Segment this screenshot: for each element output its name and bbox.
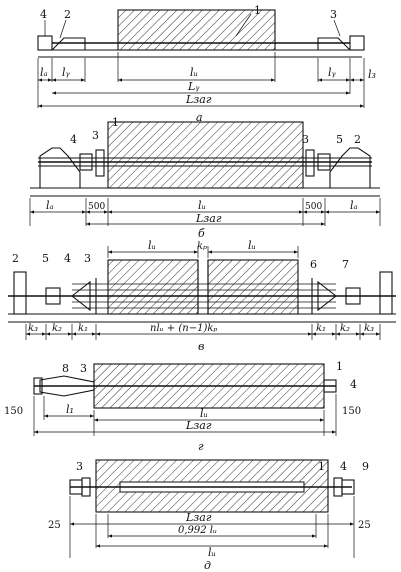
label-k3-v-right: k₃ [364,323,374,334]
label-150-g-left: 150 [4,406,23,417]
callout-4-g: 4 [350,378,357,391]
concrete-element-b [107,121,304,189]
view-letter-b: б [198,227,205,240]
left-anchor-a [37,35,53,51]
label-lu-g: lᵤ [200,407,208,420]
label-ly-a-left: lᵧ [62,66,71,79]
right-clamp-b [317,153,331,171]
view-letter-d: д [204,559,211,572]
callout-6-v: 6 [310,258,317,271]
label-lu-a: lᵤ [190,66,198,79]
label-Lzag-g: Lзаг [185,419,212,432]
label-0992lu-d: 0,992 lᵤ [178,525,217,536]
label-lu-b: lᵤ [198,199,206,212]
callout-5-b: 5 [336,133,343,146]
right-bulkhead-b [329,147,371,188]
left-clamp-b [79,153,93,171]
view-letter-g: г [198,440,204,453]
label-formula-v: nlᵤ + (n−1)kₚ [150,323,217,334]
nut-d-right [341,479,355,495]
callout-5-v: 5 [42,252,49,265]
label-k3-v-left: k₃ [28,323,38,334]
label-Lzag-a: Lзаг [185,93,212,106]
label-k1-v-right: k₁ [316,323,326,334]
left-stop-b [95,149,105,177]
label-l1-g: l₁ [66,403,74,416]
left-splitter-v [71,280,91,312]
label-l3-a: l₃ [368,68,376,81]
callout-4-v: 4 [64,252,71,265]
callout-4-a: 4 [40,8,47,21]
concrete-element-a [117,9,276,51]
callout-3-g: 3 [80,362,87,375]
label-25-d-right: 25 [358,520,371,531]
washer-d-left [81,477,91,497]
callout-3-b-right: 3 [302,133,309,146]
callout-2-v: 2 [12,252,19,265]
label-Lzag-d: Lзаг [185,511,212,524]
label-lu-d: lᵤ [208,546,216,559]
callout-1-a: 1 [254,4,261,17]
nut-g-right [323,379,337,393]
view-letter-v: в [198,340,204,353]
right-splitter-v [317,280,337,312]
callout-1-g: 1 [336,360,343,373]
callout-2-b: 2 [354,133,361,146]
label-k1-v-left: k₁ [78,323,88,334]
label-lu-v-left: lᵤ [148,239,156,252]
leader-3-a [333,19,341,37]
callout-2-a: 2 [64,8,71,21]
callout-1-b: 1 [112,116,119,129]
leader-1-a [235,13,252,37]
callout-3-v: 3 [84,252,91,265]
right-stop-b [305,149,315,177]
view-a: 4 2 1 3 lₐ lᵧ lᵤ lᵧ l₃ Lᵧ Lзаг а [37,4,376,124]
left-bulkhead-v [13,271,27,315]
callout-4-d: 4 [340,460,347,473]
right-bulkhead-v [379,271,393,315]
label-25-d-left: 25 [48,520,61,531]
callout-3-b-left: 3 [92,129,99,142]
label-500-b-left: 500 [88,202,105,212]
nut-g-left [33,377,43,395]
label-k2-v-left: k₂ [52,323,62,334]
leader-2-a [59,19,67,39]
callout-3-d: 3 [76,460,83,473]
right-clamp-v [345,287,361,305]
view-b: 4 3 1 3 5 2 lₐ 500 lᵤ 500 lₐ Lзаг б [29,116,381,240]
view-letter-a: а [196,111,203,124]
label-k2-v-right: k₂ [340,323,350,334]
callout-4-b: 4 [70,133,77,146]
label-lu-v-right: lᵤ [248,239,256,252]
label-la-a: lₐ [40,66,48,79]
callout-3-a: 3 [330,8,337,21]
label-la-b-left: lₐ [46,199,54,212]
view-d: 3 1 4 9 25 Lзаг 25 0,992 lᵤ lᵤ д [48,459,371,572]
view-v: 2 5 4 3 6 7 lᵤ kₚ lᵤ k₃ k₂ k₁ nlᵤ + (n−1… [8,239,396,353]
callout-7-v: 7 [342,258,349,271]
label-la-b-right: lₐ [350,199,358,212]
label-Ly-a: Lᵧ [187,80,200,93]
left-stop-a [51,37,86,51]
label-150-g-right: 150 [342,406,361,417]
label-Lzag-b: Lзаг [195,212,222,225]
right-anchor-a [349,35,365,51]
callout-9-d: 9 [362,460,369,473]
label-kp-v: kₚ [197,241,207,252]
callout-8-g: 8 [62,362,69,375]
left-bulkhead-b [39,147,81,188]
view-g: 8 3 1 4 150 l₁ lᵤ 150 Lзаг г [4,360,361,453]
label-500-b-right: 500 [305,202,322,212]
wedge-anchor-g [39,375,95,397]
label-ly-a-right: lᵧ [328,66,337,79]
left-clamp-v [45,287,61,305]
callout-1-d: 1 [318,460,325,473]
concrete-element-v-left [107,259,199,315]
concrete-element-v-right [207,259,299,315]
right-stop-a [317,37,351,51]
